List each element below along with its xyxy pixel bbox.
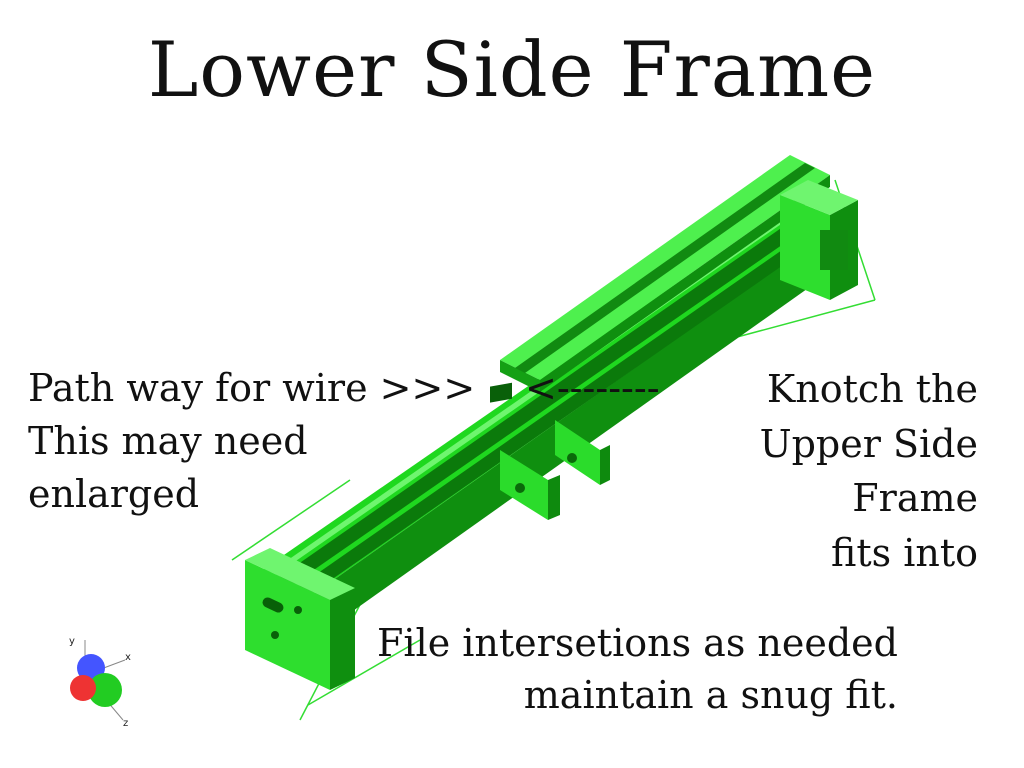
- pathway-annotation: Path way for wire >>> This may need enla…: [28, 362, 475, 522]
- axis-x-label: x: [125, 652, 131, 663]
- file-annotation: File intersetions as needed maintain a s…: [377, 617, 898, 722]
- pathway-line-1: Path way for wire >>>: [28, 366, 476, 410]
- axis-y-label: y: [69, 636, 75, 647]
- pathway-line-2: This may need: [28, 419, 308, 464]
- axis-z-label: z: [123, 718, 128, 729]
- knotch-line-4: fits into: [831, 531, 978, 576]
- slide-title: Lower Side Frame: [147, 25, 877, 114]
- pathway-line-3: enlarged: [28, 472, 200, 517]
- axis-green-disc: [88, 673, 122, 707]
- left-end-block: [245, 548, 355, 690]
- axis-triad-icon: y x z: [69, 636, 131, 729]
- support-tab-1: [500, 450, 560, 520]
- axis-red-disc: [70, 675, 96, 701]
- knotch-line-1: Knotch the: [766, 367, 978, 411]
- support-tab-2: [555, 420, 610, 485]
- top-ridge: [500, 155, 830, 392]
- knotch-line-2: Upper Side: [759, 421, 978, 466]
- knotch-line-3: Frame: [852, 476, 978, 521]
- file-line-2: maintain a snug fit.: [523, 673, 898, 718]
- right-end-block: [780, 180, 858, 300]
- wire-pathway-slot: [490, 382, 512, 403]
- notch-arrow: <--------: [525, 366, 660, 410]
- file-line-1: File intersetions as needed: [377, 621, 898, 665]
- knotch-annotation: Knotch the Upper Side Frame fits into: [760, 362, 978, 581]
